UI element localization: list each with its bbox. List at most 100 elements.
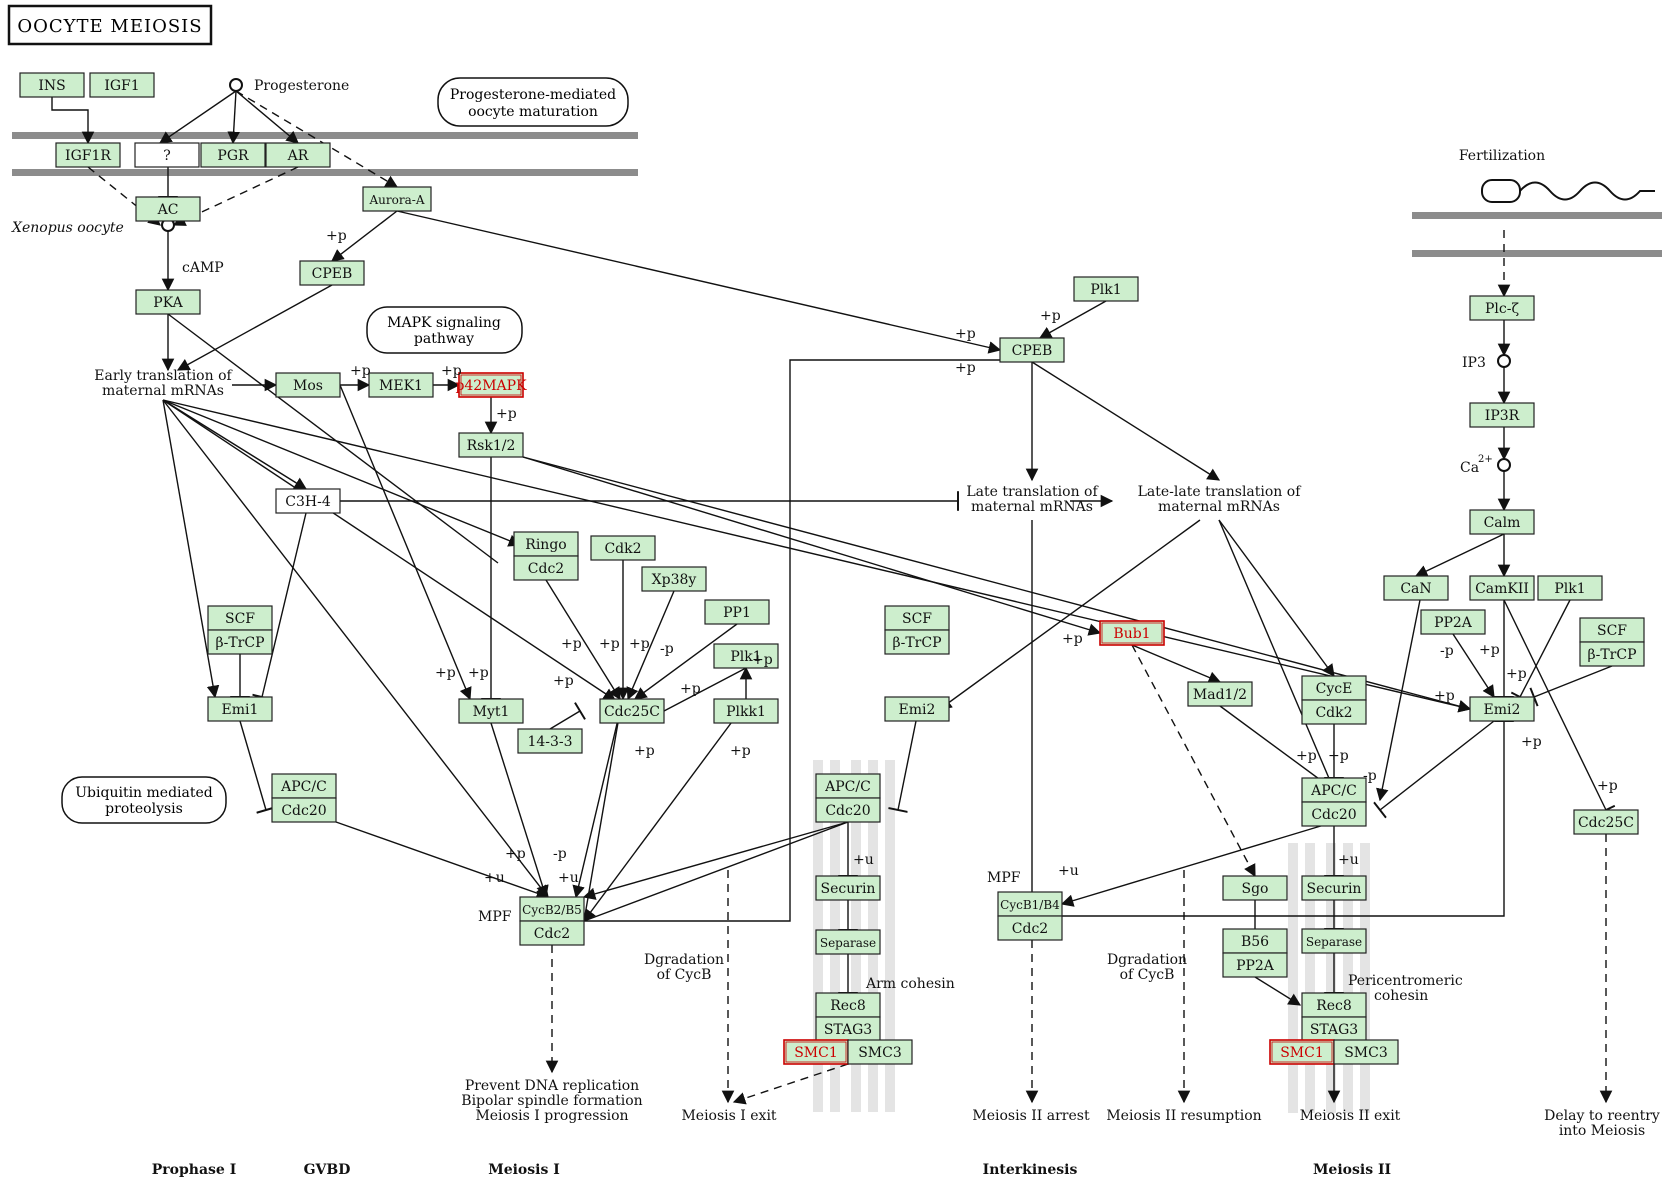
edge-line xyxy=(1529,665,1613,707)
gene-node-cdc2-ringo[interactable]: Cdc2 xyxy=(513,555,579,581)
gene-node-cyce[interactable]: CycE xyxy=(1301,675,1367,701)
gene-node-smc1-b[interactable]: SMC1 xyxy=(1269,1039,1335,1065)
gene-node-stag3-b[interactable]: STAG3 xyxy=(1301,1016,1367,1042)
gene-node-scf-a[interactable]: SCF xyxy=(207,605,273,631)
edge-annotation: +p xyxy=(441,363,462,379)
gene-node-cdc2-a[interactable]: Cdc2 xyxy=(519,920,585,946)
gene-node-c3h4[interactable]: C3H-4 xyxy=(275,488,341,514)
gene-node-mos[interactable]: Mos xyxy=(275,372,341,398)
edge-line xyxy=(732,1063,849,1105)
edge-line xyxy=(331,210,398,262)
pathway-link-ubiquitin[interactable]: Ubiquitin mediated proteolysis xyxy=(61,776,227,824)
gene-node-securin-a[interactable]: Securin xyxy=(815,875,881,901)
gene-node-myt1[interactable]: Myt1 xyxy=(458,698,524,724)
gene-node-btrcp-a[interactable]: β-TrCP xyxy=(207,629,273,655)
gene-node-ar[interactable]: AR xyxy=(265,142,331,168)
gene-node-pka[interactable]: PKA xyxy=(135,289,201,315)
gene-node-apcc-a[interactable]: APC/C xyxy=(271,773,337,799)
gene-node-smc1-a[interactable]: SMC1 xyxy=(783,1039,849,1065)
gene-node-calm[interactable]: Calm xyxy=(1469,509,1535,535)
gene-node-smc3-b[interactable]: SMC3 xyxy=(1333,1039,1399,1065)
gene-node-ringo[interactable]: Ringo xyxy=(513,531,579,557)
gene-node-label: p42MAPK xyxy=(455,378,527,394)
gene-node-label: Xp38y xyxy=(652,572,697,588)
gene-node-rec8-b[interactable]: Rec8 xyxy=(1301,992,1367,1018)
gene-node-igf1r[interactable]: IGF1R xyxy=(55,142,121,168)
gene-node-plc[interactable]: Plc-ζ xyxy=(1469,295,1535,321)
edge-line xyxy=(582,821,849,900)
gene-node-cdc20-a[interactable]: Cdc20 xyxy=(271,797,337,823)
gene-node-emi2-b[interactable]: Emi2 xyxy=(1469,696,1535,722)
gene-node-apcc-b[interactable]: APC/C xyxy=(815,773,881,799)
gene-node-plk1-b[interactable]: Plk1 xyxy=(1073,276,1139,302)
edge-line xyxy=(1218,519,1336,792)
ip3-compound xyxy=(1497,354,1511,368)
pericentromeric-label: cohesin xyxy=(1374,988,1428,1004)
gene-node-cdk2-b[interactable]: Cdk2 xyxy=(1301,699,1367,725)
gene-node-b56[interactable]: B56 xyxy=(1222,928,1288,954)
gene-node-label: PP2A xyxy=(1236,958,1275,974)
gene-node-pgr[interactable]: PGR xyxy=(200,142,266,168)
gene-node-bub1[interactable]: Bub1 xyxy=(1099,620,1165,646)
mpf-label: MPF xyxy=(478,909,512,925)
gene-node-cdc25c-b[interactable]: Cdc25C xyxy=(1573,809,1639,835)
gene-node-cdc2-b[interactable]: Cdc2 xyxy=(997,915,1063,941)
gene-node-label: Rsk1/2 xyxy=(467,438,516,454)
gene-node-separase-a[interactable]: Separase xyxy=(815,929,881,955)
gene-node-plk1-a[interactable]: Plk1 xyxy=(713,643,779,669)
gene-node-cpeb-b[interactable]: CPEB xyxy=(999,337,1065,363)
gene-node-camkii[interactable]: CamKII xyxy=(1469,575,1535,601)
gene-node-aurora-a[interactable]: Aurora-A xyxy=(362,186,432,212)
gene-node-ac[interactable]: AC xyxy=(135,196,201,222)
gene-node-xp38y[interactable]: Xp38y xyxy=(641,566,707,592)
gene-node-plkk1[interactable]: Plkk1 xyxy=(713,698,779,724)
gene-node-mad12[interactable]: Mad1/2 xyxy=(1187,681,1253,707)
gene-node-btrcp-c[interactable]: β-TrCP xyxy=(1579,641,1645,667)
gene-node-apcc-c[interactable]: APC/C xyxy=(1301,777,1367,803)
gene-node-cycb2b5[interactable]: CycB2/B5 xyxy=(519,896,585,922)
gene-node-btrcp-b[interactable]: β-TrCP xyxy=(884,629,950,655)
gene-node-cycb1b4[interactable]: CycB1/B4 xyxy=(997,891,1063,917)
gene-node-plk1-c[interactable]: Plk1 xyxy=(1537,575,1603,601)
edge-line xyxy=(626,590,675,701)
gene-node-pp2a-b[interactable]: PP2A xyxy=(1420,609,1486,635)
gene-node-ip3r[interactable]: IP3R xyxy=(1469,402,1535,428)
pericentromeric-label: Pericentromeric xyxy=(1348,973,1463,989)
edge-line xyxy=(490,722,549,899)
gene-node-pp2a-a[interactable]: PP2A xyxy=(1222,952,1288,978)
gene-node-ins[interactable]: INS xyxy=(19,72,85,98)
ca-superscript: 2+ xyxy=(1478,454,1493,465)
outcome-label: Meiosis I exit xyxy=(681,1108,776,1124)
edge-line xyxy=(252,512,307,701)
gene-node-cpeb-a[interactable]: CPEB xyxy=(299,260,365,286)
gene-node-can[interactable]: CaN xyxy=(1383,575,1449,601)
gene-node-sgo[interactable]: Sgo xyxy=(1222,875,1288,901)
edge-annotation: -p xyxy=(1363,768,1377,784)
gene-node-cdc20-b[interactable]: Cdc20 xyxy=(815,797,881,823)
gene-node-n1433[interactable]: 14-3-3 xyxy=(517,728,583,754)
gene-node-pp1[interactable]: PP1 xyxy=(704,599,770,625)
gene-node-mek1[interactable]: MEK1 xyxy=(368,372,434,398)
gene-node-emi2-a[interactable]: Emi2 xyxy=(884,696,950,722)
pathway-link-mapk[interactable]: MAPK signaling pathway xyxy=(366,306,523,354)
gene-node-label: Myt1 xyxy=(473,704,510,720)
pathway-link-progesterone[interactable]: Progesterone-mediated oocyte maturation xyxy=(437,77,629,127)
gene-node-smc3-a[interactable]: SMC3 xyxy=(847,1039,913,1065)
gene-node-p42mapk[interactable]: p42MAPK xyxy=(455,372,527,398)
gene-node-separase-b[interactable]: Separase xyxy=(1301,928,1367,954)
gene-node-scf-c[interactable]: SCF xyxy=(1579,617,1645,643)
gene-node-unknown-receptor[interactable]: ? xyxy=(134,142,200,168)
outcome-label: Delay to reentry xyxy=(1544,1108,1660,1124)
gene-node-label: Rec8 xyxy=(1316,998,1352,1014)
gene-node-rsk[interactable]: Rsk1/2 xyxy=(458,432,524,458)
gene-node-rec8-a[interactable]: Rec8 xyxy=(815,992,881,1018)
degradation-label: of CycB xyxy=(1120,967,1175,983)
gene-node-securin-b[interactable]: Securin xyxy=(1301,875,1367,901)
gene-node-scf-b[interactable]: SCF xyxy=(884,605,950,631)
gene-node-cdc20-c[interactable]: Cdc20 xyxy=(1301,801,1367,827)
gene-node-igf1[interactable]: IGF1 xyxy=(89,72,155,98)
gene-node-stag3-a[interactable]: STAG3 xyxy=(815,1016,881,1042)
gene-node-cdk2-a[interactable]: Cdk2 xyxy=(590,535,656,561)
gene-node-emi1[interactable]: Emi1 xyxy=(207,696,273,722)
gene-node-cdc25c-a[interactable]: Cdc25C xyxy=(599,698,665,724)
